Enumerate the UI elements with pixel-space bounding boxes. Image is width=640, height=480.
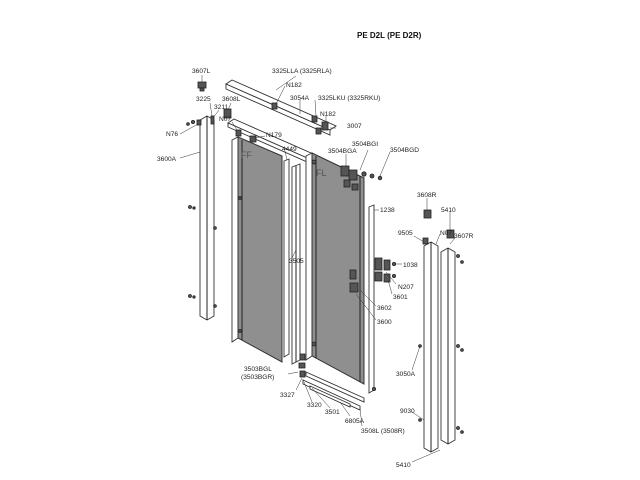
panel-mark-ff: FF bbox=[241, 150, 252, 160]
label-1238: 1238 bbox=[380, 207, 395, 214]
label-N76: N76 bbox=[166, 131, 178, 138]
label-3602: 3602 bbox=[377, 305, 392, 312]
label-3504BGI: 3504BGI bbox=[352, 141, 378, 148]
label-3325LKU: 3325LKU (3325RKU) bbox=[318, 95, 380, 102]
diagram-title: PE D2L (PE D2R) bbox=[357, 31, 422, 40]
label-3225: 3225 bbox=[196, 96, 211, 103]
label-N207: N207 bbox=[398, 284, 414, 291]
label-3600: 3600 bbox=[377, 319, 392, 326]
part-labels: 3607L 3225 3608L 3211 N07 N76 3600A 3325… bbox=[157, 68, 474, 469]
handle-assembly bbox=[349, 257, 396, 293]
label-6805A: 6805A bbox=[345, 418, 365, 425]
label-1038: 1038 bbox=[403, 262, 418, 269]
label-3600A: 3600A bbox=[157, 156, 177, 163]
label-9030: 9030 bbox=[400, 408, 415, 415]
end-cap-3608L bbox=[223, 108, 232, 119]
label-3503BGR: (3503BGR) bbox=[241, 374, 274, 381]
magnet-profile-1238 bbox=[368, 204, 375, 394]
label-3508L: 3508L (3508R) bbox=[361, 428, 405, 435]
label-3050A: 3050A bbox=[396, 371, 416, 378]
bottom-guides bbox=[298, 353, 376, 411]
label-3608R: 3608R bbox=[417, 192, 437, 199]
label-3504BGD: 3504BGD bbox=[390, 147, 419, 154]
fixed-glass-panel bbox=[231, 136, 283, 363]
label-5410-top: 5410 bbox=[441, 207, 456, 214]
label-3325LLA: 3325LLA (3325RLA) bbox=[272, 68, 332, 75]
label-3503BGL: 3503BGL bbox=[244, 366, 272, 373]
label-N07-right: N07 bbox=[440, 230, 452, 237]
stopper-3607L bbox=[197, 81, 207, 92]
wall-profile-left bbox=[186, 115, 217, 321]
wall-profile-right bbox=[418, 209, 464, 453]
label-3501: 3501 bbox=[325, 409, 340, 416]
top-rail bbox=[225, 79, 337, 166]
label-3607R: 3607R bbox=[454, 233, 474, 240]
panel-mark-fl: FL bbox=[316, 168, 327, 178]
label-3007: 3007 bbox=[347, 123, 362, 130]
label-3607L: 3607L bbox=[192, 68, 211, 75]
label-5410-bottom: 5410 bbox=[396, 462, 411, 469]
label-3211: 3211 bbox=[214, 104, 229, 111]
label-3504BGA: 3504BGA bbox=[328, 148, 357, 155]
label-3601: 3601 bbox=[393, 294, 408, 301]
screw-3211 bbox=[210, 115, 215, 125]
seal-profile-4449 bbox=[283, 158, 290, 358]
leader-lines bbox=[179, 75, 456, 463]
label-N07-left: N07 bbox=[219, 116, 231, 123]
label-N179: N179 bbox=[266, 132, 282, 139]
label-3505: 3505 bbox=[289, 258, 304, 265]
label-N182-mid: N182 bbox=[320, 111, 336, 118]
label-4449: 4449 bbox=[282, 146, 297, 153]
label-9505: 9505 bbox=[398, 230, 413, 237]
label-N182-top: N182 bbox=[286, 82, 302, 89]
label-3327: 3327 bbox=[280, 392, 295, 399]
label-3608L: 3608L bbox=[222, 96, 241, 103]
label-3320: 3320 bbox=[307, 402, 322, 409]
rollers-3504 bbox=[340, 165, 383, 191]
label-3054A: 3054A bbox=[290, 95, 310, 102]
